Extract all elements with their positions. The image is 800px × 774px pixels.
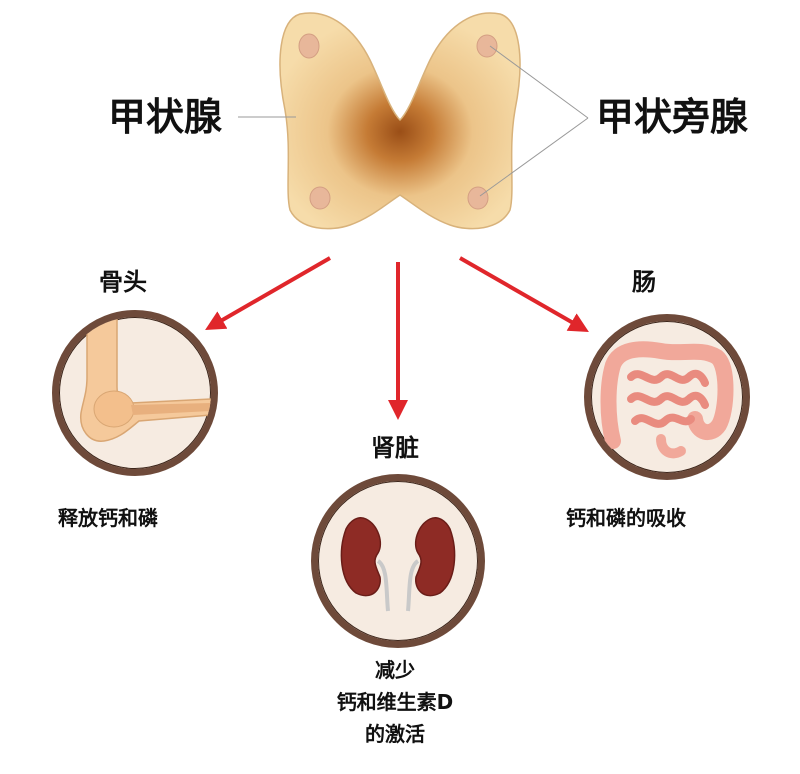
kidney-effect-line-2: 钙和维生素D (336, 690, 454, 714)
bone-circle (52, 310, 218, 476)
kidney-title: 肾脏 (371, 434, 419, 462)
intestine-circle (584, 314, 750, 480)
thyroid-label: 甲状腺 (108, 95, 223, 139)
kidney-effect-line-1: 减少 (375, 658, 415, 682)
thyroid-gland (279, 12, 521, 230)
parathyroid-label: 甲状旁腺 (596, 95, 749, 139)
arrow-to-bone (205, 256, 331, 330)
parathyroid-leader-line-upper (489, 45, 589, 119)
intestine-title: 肠 (632, 268, 656, 296)
arrow-to-intestine (459, 256, 589, 332)
kidney-icon (340, 517, 456, 612)
kidney-effect: 减少 钙和维生素D 的激活 (300, 654, 490, 750)
bone-icon (80, 317, 211, 442)
parathyroid-lower-left (309, 186, 331, 210)
bone-title: 骨头 (99, 268, 147, 296)
parathyroid-lower-right (467, 186, 489, 210)
parathyroid-upper-left (298, 33, 320, 59)
parathyroid-leader-line-lower (479, 117, 589, 197)
kidney-circle (311, 474, 485, 648)
parathyroid-upper-right (476, 34, 498, 58)
intestine-effect: 钙和磷的吸收 (566, 506, 686, 530)
bone-effect: 释放钙和磷 (58, 506, 158, 530)
kidney-effect-line-3: 的激活 (365, 722, 425, 746)
intestine-icon (600, 341, 734, 459)
